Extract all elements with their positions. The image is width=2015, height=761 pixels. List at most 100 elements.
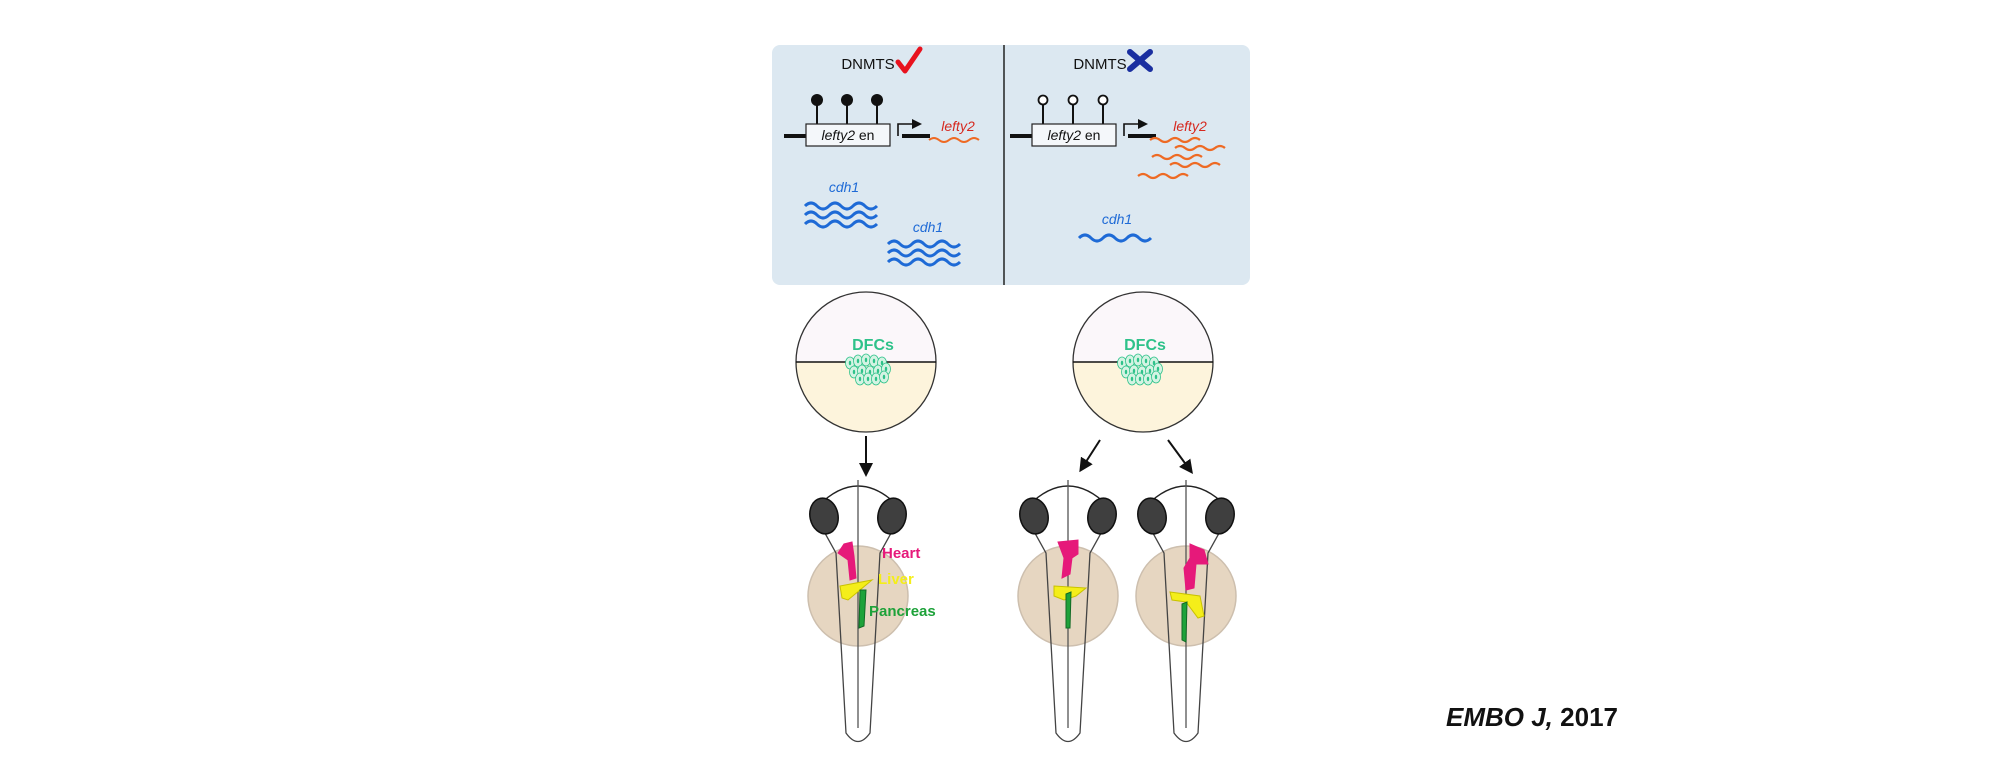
dfc-nucleus: [882, 374, 886, 380]
heart: [1183, 543, 1209, 591]
eye-right: [877, 497, 907, 535]
cdh1-wave: [886, 248, 962, 258]
cdh1-transcripts: [803, 201, 879, 229]
dfc-nucleus: [1124, 369, 1128, 375]
dfc-nucleus: [884, 366, 888, 372]
methyl-filled-icon: [841, 94, 853, 106]
enhancer-label: lefty2 en: [822, 127, 875, 143]
lefty2-wave: [1174, 144, 1226, 152]
enhancer-box: [805, 123, 891, 147]
methyl-groups-filled: [811, 94, 883, 124]
panel-dnmts-absent: DNMTS lefty2 en lefty2: [1010, 49, 1226, 243]
cdh1-wave: [886, 257, 962, 267]
panel-background: [772, 45, 1250, 285]
zebrafish-larva: [807, 480, 909, 743]
dfc-label: DFCs: [1124, 337, 1166, 354]
enhancer-box: [1031, 123, 1117, 147]
lefty2-wave: [1169, 161, 1221, 169]
heart-label: Heart: [882, 545, 920, 562]
dfc-nucleus: [874, 376, 878, 382]
dfc-nucleus: [1138, 376, 1142, 382]
lefty2-label: lefty2: [941, 118, 975, 134]
methyl-groups-empty: [1037, 94, 1109, 124]
dfc-nucleus: [1154, 374, 1158, 380]
dfc-nucleus: [852, 369, 856, 375]
cdh1-wave: [886, 239, 962, 249]
eye-right: [1087, 497, 1117, 535]
dfc-nucleus: [866, 376, 870, 382]
body-outline: [1148, 525, 1224, 743]
cross-icon: [1127, 49, 1153, 72]
pancreas: [1181, 601, 1188, 643]
cdh1-label: cdh1: [913, 219, 943, 235]
dfc-cluster: [845, 353, 891, 386]
dfc-nucleus: [876, 368, 880, 374]
publication-year: 2017: [1552, 702, 1618, 732]
eye-left: [1137, 497, 1167, 535]
eye-left: [1019, 497, 1049, 535]
arrow-icon: [1079, 439, 1101, 473]
liver: [1169, 591, 1205, 619]
dfc-nucleus: [1146, 376, 1150, 382]
cdh1-wave: [803, 210, 879, 220]
dfc-nucleus: [880, 360, 884, 366]
lefty2-transcript-wave: [928, 137, 980, 143]
pancreas: [1065, 591, 1072, 629]
dfc-cluster: [1117, 353, 1163, 386]
dfc-label: DFCs: [852, 337, 894, 354]
liver: [839, 579, 874, 601]
lefty2-wave: [1149, 136, 1201, 144]
liver-label: Liver: [878, 571, 914, 588]
dfc-nucleus: [1128, 358, 1132, 364]
citation: EMBO J, 2017: [1446, 702, 1618, 733]
enhancer-label: lefty2 en: [1048, 127, 1101, 143]
lefty2-wave: [1137, 172, 1189, 180]
journal-name: EMBO J,: [1446, 702, 1553, 732]
dfc-nucleus: [864, 357, 868, 363]
cdh1-wave: [803, 201, 879, 211]
eye-left: [809, 497, 839, 535]
cdh1-wave: [1077, 233, 1153, 243]
zebrafish-larva: [1135, 480, 1237, 743]
body-outline: [1030, 525, 1106, 743]
dfc-nucleus: [1148, 368, 1152, 374]
dnmts-label: DNMTS: [841, 56, 894, 73]
checkmark-icon: [895, 46, 923, 74]
pancreas-label: Pancreas: [869, 603, 936, 620]
methyl-empty-icon: [1067, 94, 1079, 106]
dfc-nucleus: [856, 358, 860, 364]
methyl-empty-icon: [1097, 94, 1109, 106]
lefty2-wave: [1151, 153, 1203, 161]
mechanism-panel: DNMTS lefty2 en lefty2 cdh1: [772, 45, 1250, 285]
dfc-nucleus: [872, 358, 876, 364]
methyl-filled-icon: [871, 94, 883, 106]
dfc-nucleus: [860, 368, 864, 374]
dnmts-label: DNMTS: [1073, 56, 1126, 73]
promoter-arrow-icon: [1123, 119, 1148, 136]
dfc-nucleus: [1152, 360, 1156, 366]
zebrafish-larva: [1017, 480, 1119, 743]
heart: [837, 541, 857, 581]
methyl-filled-icon: [811, 94, 823, 106]
eye-right: [1205, 497, 1235, 535]
panel-dnmts-present: DNMTS lefty2 en lefty2 cdh1: [784, 46, 980, 267]
arrow-icon: [1167, 439, 1193, 475]
dfc-nucleus: [848, 360, 852, 366]
dfc-nucleus: [1132, 368, 1136, 374]
promoter-arrow-icon: [897, 119, 922, 136]
pancreas: [858, 589, 867, 629]
cdh1-wave: [803, 219, 879, 229]
methyl-empty-icon: [1037, 94, 1049, 106]
cdh1-label: cdh1: [829, 179, 859, 195]
cdh1-transcripts: [886, 239, 962, 267]
embryo-wildtype: DFCs: [795, 291, 937, 477]
dfc-nucleus: [1156, 366, 1160, 372]
lefty2-label: lefty2: [1173, 118, 1207, 134]
dfc-nucleus: [1130, 376, 1134, 382]
cdh1-label: cdh1: [1102, 211, 1132, 227]
dfc-nucleus: [1144, 358, 1148, 364]
dfc-nucleus: [858, 376, 862, 382]
embryo-dnmt-deficient: DFCs: [1072, 291, 1214, 475]
